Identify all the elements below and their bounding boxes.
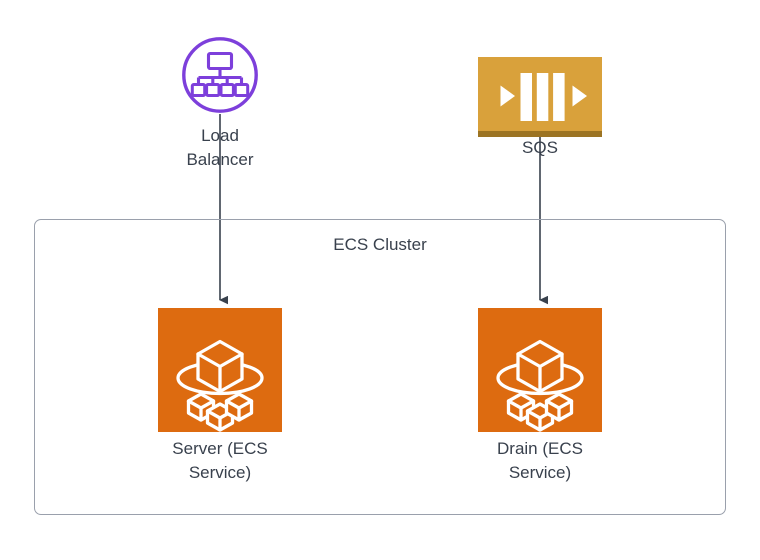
ecs-service-icon	[176, 339, 264, 432]
ecs-cluster-title: ECS Cluster	[333, 235, 427, 254]
server-ecs-service-node[interactable]	[158, 308, 282, 432]
load-balancer-icon	[182, 37, 258, 113]
ecs-cluster-container[interactable]	[34, 219, 726, 515]
sqs-queue-icon	[478, 57, 602, 137]
ecs-service-icon	[496, 339, 584, 432]
drain-ecs-service-node[interactable]	[478, 308, 602, 432]
load-balancer-node[interactable]	[181, 36, 259, 114]
sqs-node[interactable]	[478, 57, 602, 137]
